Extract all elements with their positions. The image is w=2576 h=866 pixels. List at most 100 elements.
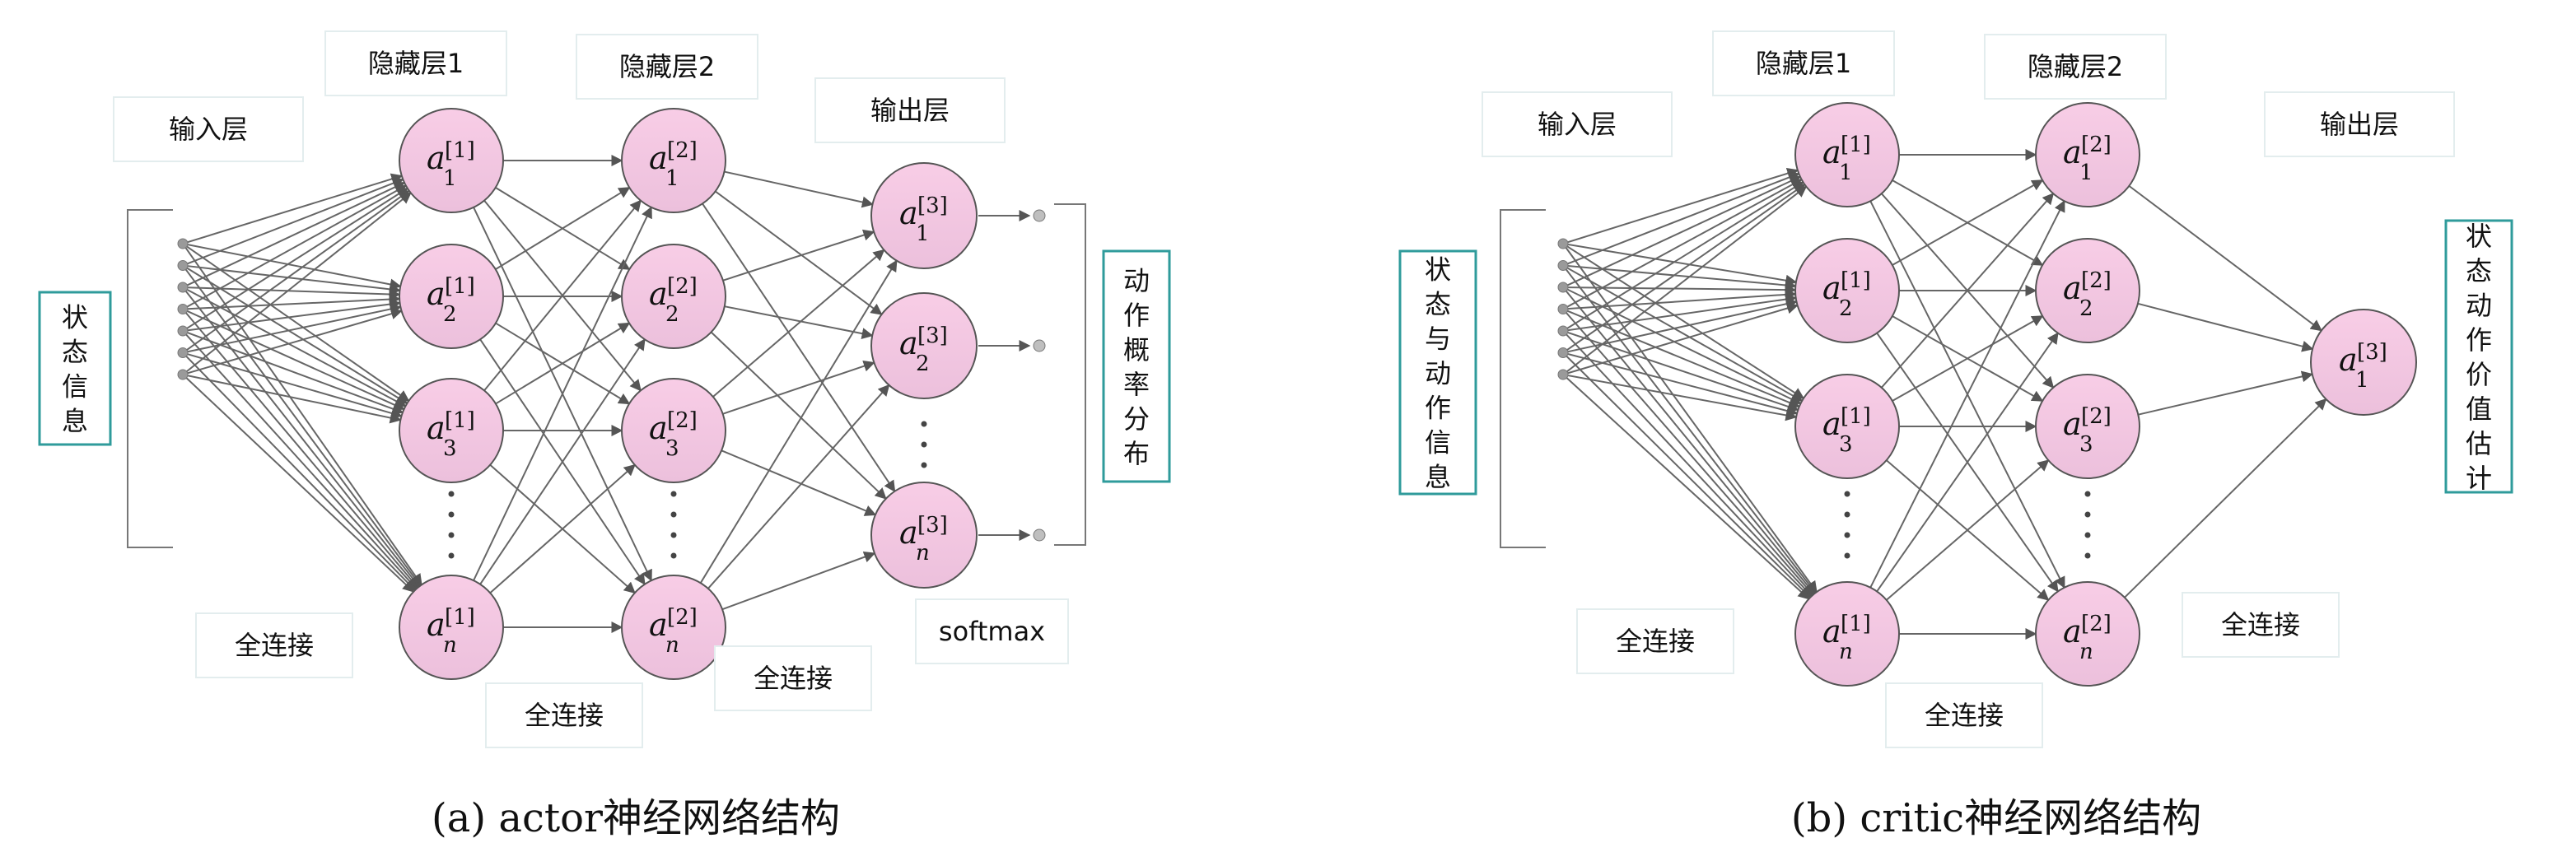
actor-input-node (177, 369, 189, 380)
critic-edge-h1-h2-3-2 (1886, 459, 2050, 601)
critic-fc-label-1: 全连接 (1576, 608, 1734, 674)
critic-edge-in-h1-2-0 (1567, 175, 1802, 286)
critic-fc-label-3-box (2182, 592, 2340, 658)
actor-edge-h2-out-2-0 (712, 249, 885, 398)
actor-fc-label-2-box (485, 682, 643, 748)
actor-hidden2-node-1: a[2]1 (621, 108, 726, 213)
critic-input-node (1557, 304, 1569, 314)
actor-output-node-3-label: a (899, 514, 918, 551)
critic-edge-in-h1-3-2 (1567, 310, 1801, 408)
actor-hidden1-node-4-subscript: n (443, 633, 457, 658)
actor-edge-in-h1-6-3 (185, 377, 415, 593)
actor-hidden1-node-1: a[1]1 (399, 108, 504, 213)
actor-hidden1-label-box (324, 30, 507, 96)
critic-hidden1-node-1: a[1]1 (1794, 102, 1900, 207)
actor-hidden2-ellipsis (670, 491, 677, 559)
actor-input-label: 输入层 (113, 96, 304, 162)
actor-edge-in-h1-4-1 (187, 298, 401, 332)
critic-edge-h2-out-3-0 (2124, 398, 2327, 598)
actor-edge-in-h1-0-2 (186, 245, 410, 402)
critic-hidden1-node-1-circle (1794, 102, 1900, 207)
actor-hidden2-node-4: a[2]n (621, 575, 726, 680)
critic-hidden1-node-4: a[1]n (1794, 581, 1900, 687)
critic-hidden1-node-2-subscript: 2 (1839, 296, 1853, 321)
actor-input-node (177, 347, 189, 358)
critic-hidden2-label-box (1984, 34, 2167, 100)
actor-hidden1-node-1-superscript: [1] (445, 138, 475, 163)
critic-hidden1-node-4-circle (1794, 581, 1900, 687)
actor-hidden2-node-2-circle (621, 244, 726, 349)
actor-hidden2-node-3-subscript: 3 (665, 436, 679, 461)
critic-hidden1-node-2-superscript: [1] (1841, 268, 1871, 293)
actor-output-node-1: a[3]1 (870, 162, 978, 269)
actor-edge-in-h1-4-0 (186, 187, 408, 329)
actor-hidden2-node-2-superscript: [2] (667, 274, 698, 299)
actor-input-label-box (113, 96, 304, 162)
critic-edge-in-h1-6-3 (1566, 377, 1810, 600)
actor-edge-h2-out-3-1 (707, 384, 890, 589)
critic-hidden2-node-4-superscript: [2] (2081, 612, 2112, 636)
critic-output-node-1-circle (2310, 309, 2417, 416)
critic-hidden2-label: 隐藏层2 (1984, 34, 2167, 100)
critic-hidden1-node-4-superscript: [1] (1841, 612, 1871, 636)
actor-input-node (177, 260, 189, 271)
critic-hidden1-label-text: 隐藏层1 (1756, 48, 1851, 79)
critic-edge-h1-h2-1-0 (1892, 179, 2044, 266)
critic-hidden2-node-2-superscript: [2] (2081, 268, 2112, 293)
actor-edge-h2-out-3-2 (721, 551, 876, 611)
critic-edge-h1-h2-2-0 (1880, 193, 2055, 389)
critic-edge-in-h1-5-1 (1567, 298, 1798, 353)
critic-hidden1-node-3-subscript: 3 (1839, 432, 1853, 457)
critic-hidden1-node-2: a[1]2 (1794, 238, 1900, 343)
actor-output-ellipsis (921, 421, 927, 468)
actor-softmax-label-box (915, 598, 1069, 664)
actor-hidden1-node-3: a[1]3 (399, 378, 504, 483)
critic-edge-h2-out-0-0 (2128, 185, 2322, 332)
actor-input-node (177, 325, 189, 337)
actor-state-label: 状态信息 (38, 291, 112, 446)
actor-edge-h1-h2-2-1 (495, 322, 631, 405)
critic-edge-in-h1-4-2 (1567, 331, 1799, 412)
critic-edge-in-h1-0-0 (1567, 167, 1799, 244)
actor-hidden1-label: 隐藏层1 (324, 30, 507, 96)
critic-caption: (b) critic神经网络结构 (1791, 795, 2201, 841)
actor-output-node-2-superscript: [3] (917, 324, 948, 348)
actor-edge-h2-out-0-0 (724, 170, 874, 208)
critic-hidden2-node-3-subscript: 3 (2079, 432, 2093, 457)
critic-output-side-label-box (2444, 219, 2513, 494)
critic-edge-in-h1-6-2 (1567, 375, 1798, 421)
critic-edge-in-h1-2-3 (1566, 291, 1815, 595)
critic-input-node (1557, 238, 1569, 249)
critic-edge-in-h1-1-0 (1567, 171, 1800, 265)
actor-edge-h1-h2-2-0 (483, 199, 642, 391)
actor-edge-in-h1-0-0 (187, 173, 404, 244)
critic-hidden2-node-3: a[2]3 (2035, 374, 2140, 479)
critic-fc-label-1-text: 全连接 (1616, 626, 1695, 657)
critic-edge-in-h1-1-2 (1566, 267, 1804, 402)
actor-edge-in-h1-3-3 (185, 312, 419, 589)
critic-hidden2-node-1: a[2]1 (2035, 102, 2140, 207)
actor-output-node-1-label: a (899, 195, 918, 231)
critic-edge-in-h1-3-1 (1567, 288, 1797, 310)
actor-output-side-label: 动作概率分布 (1102, 249, 1171, 483)
actor-fc-label-3-text: 全连接 (754, 663, 833, 694)
actor-output-side-label-text: 动作概率分布 (1123, 265, 1150, 469)
actor-edge-in-h1-6-0 (186, 192, 412, 373)
actor-softmax-dot (1033, 209, 1046, 222)
actor-edge-in-h1-1-0 (187, 178, 404, 265)
actor-edge-in-h1-6-2 (187, 375, 402, 424)
critic-output-node-1-subscript: 1 (2355, 368, 2369, 393)
actor-edge-in-h1-1-1 (187, 265, 401, 296)
actor-fc-label-1-text: 全连接 (235, 630, 314, 661)
critic-edge-in-h1-3-0 (1566, 179, 1803, 308)
actor-softmax-outputs (978, 209, 1046, 542)
actor-hidden2-node-2-subscript: 2 (665, 302, 679, 327)
actor-output-label: 输出层 (814, 77, 1006, 143)
critic-hidden2-ellipsis (2084, 491, 2091, 559)
actor-output-node-2: a[3]2 (870, 292, 978, 399)
actor-hidden2-label: 隐藏层2 (576, 34, 758, 100)
actor-hidden2-node-1-subscript: 1 (665, 166, 679, 191)
critic-output-node-1-label: a (2339, 342, 2358, 378)
critic-hidden2-node-4-label: a (2063, 613, 2082, 650)
